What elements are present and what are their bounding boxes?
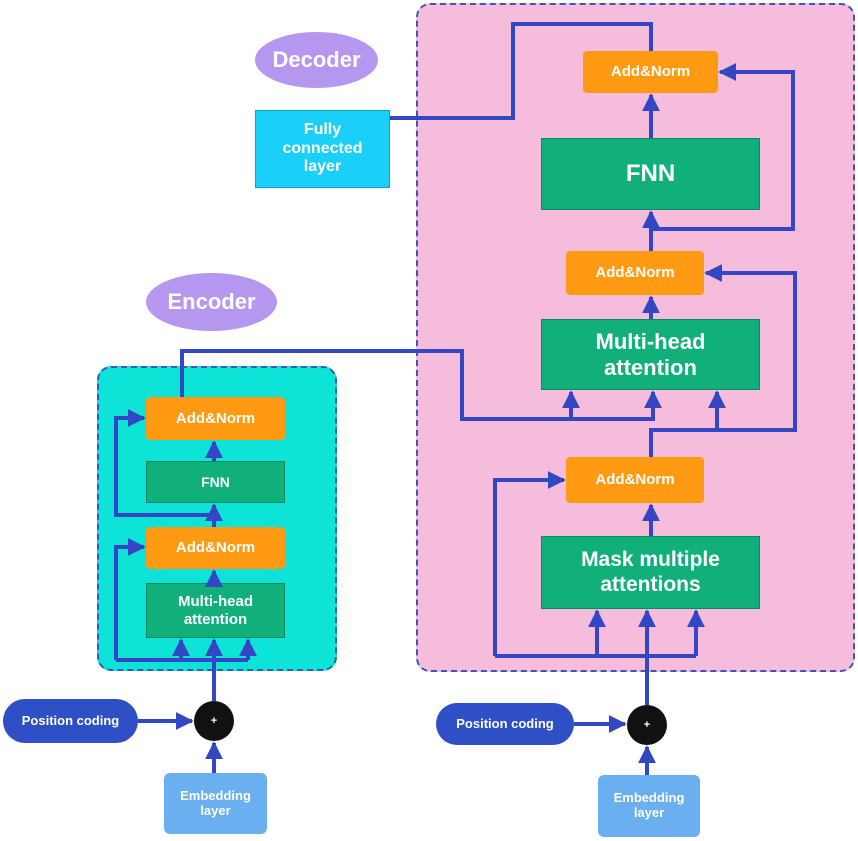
decoder-embedding-layer: Embedding layer — [598, 775, 700, 837]
dec-residual-1-arrow — [493, 471, 566, 656]
encoder-multi-head-attention: Multi-head attention — [146, 583, 285, 638]
decoder-mask-multiple-attentions: Mask multiple attentions — [541, 536, 760, 609]
enc-output-to-decoder-arrow — [180, 349, 662, 421]
dec-output-to-fc-line — [390, 22, 653, 120]
decoder-position-coding: Position coding — [436, 703, 574, 745]
dec-residual-2-arrow — [704, 264, 797, 432]
decoder-title: Decoder — [255, 32, 378, 88]
decoder-add-norm-bottom: Add&Norm — [566, 457, 704, 503]
encoder-position-coding: Position coding — [3, 699, 138, 743]
fully-connected-layer: Fully connected layer — [255, 110, 390, 188]
encoder-add-norm-top: Add&Norm — [146, 397, 285, 440]
encoder-fnn: FNN — [146, 461, 285, 503]
encoder-title: Encoder — [146, 273, 277, 331]
decoder-plus-node: + — [627, 705, 667, 745]
dec-residual-3-arrow — [651, 63, 795, 231]
encoder-plus-node: + — [194, 701, 234, 741]
enc-residual-1-arrow — [114, 538, 146, 660]
dec-addnorm-to-mha-arrow — [649, 390, 726, 457]
decoder-add-norm-top: Add&Norm — [583, 51, 718, 93]
encoder-add-norm-bottom: Add&Norm — [146, 527, 285, 569]
encoder-embedding-layer: Embedding layer — [164, 773, 267, 834]
decoder-multi-head-attention: Multi-head attention — [541, 319, 760, 390]
enc-residual-2-arrow — [114, 409, 214, 517]
decoder-fnn: FNN — [541, 138, 760, 210]
decoder-add-norm-mid: Add&Norm — [566, 251, 704, 295]
